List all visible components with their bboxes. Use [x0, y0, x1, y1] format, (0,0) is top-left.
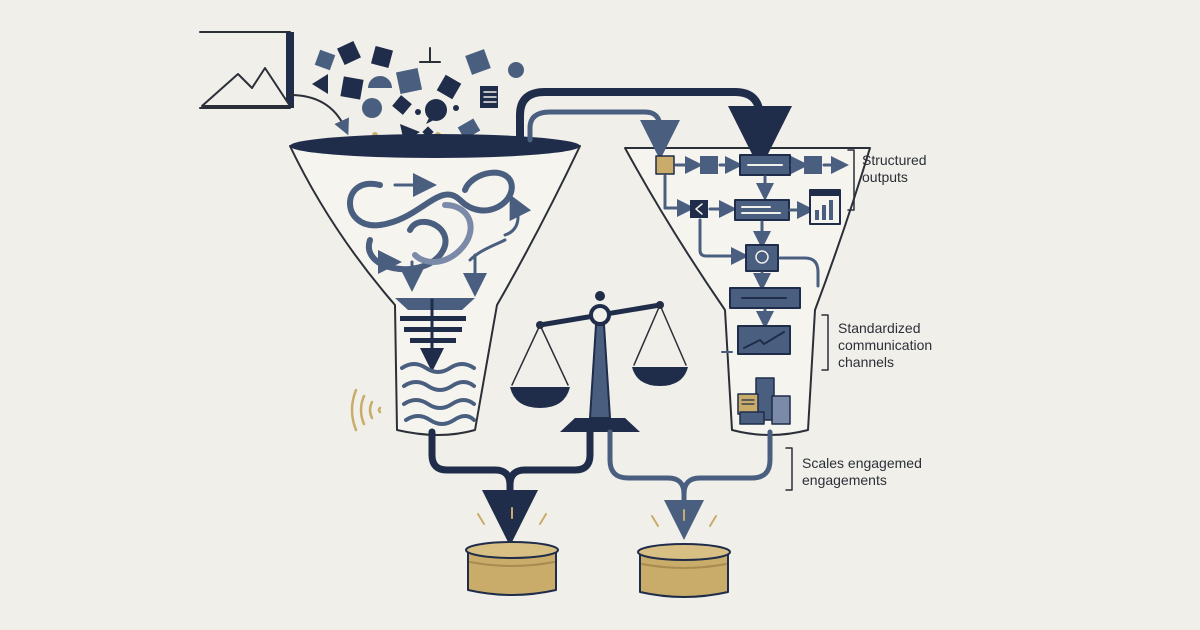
gold-box-right — [637, 509, 731, 598]
bar-chart-icon — [809, 189, 841, 225]
label-line: Standardized — [838, 320, 921, 336]
label-line: communication — [838, 337, 933, 353]
label-line: Structured — [862, 152, 927, 168]
filter-bars-icon — [395, 298, 475, 372]
document-stack-icon — [737, 377, 791, 425]
label-line: outputs — [862, 169, 908, 185]
wireless-signal-icon — [350, 388, 382, 432]
label-scales-engagements: Scales engagemed engagements — [802, 455, 922, 489]
label-structured-outputs: Structured outputs — [862, 152, 927, 186]
label-brackets — [785, 149, 855, 491]
scattered-shapes — [312, 41, 524, 142]
gold-box-left — [465, 507, 559, 596]
flowchart-nodes — [655, 154, 849, 355]
funnel-left — [289, 134, 581, 436]
label-line: engagements — [802, 472, 887, 488]
connector-arrow-bottom — [428, 428, 773, 546]
wave-lines-icon — [400, 362, 476, 426]
balance-scale-icon — [510, 291, 688, 432]
label-line: Scales engagemed — [802, 455, 922, 471]
image-frame-icon — [199, 31, 349, 136]
label-standardized-channels: Standardized communication channels — [838, 320, 932, 371]
connector-arrow-top — [516, 88, 792, 170]
label-line: channels — [838, 354, 895, 370]
tangled-arrows-icon — [347, 169, 532, 297]
